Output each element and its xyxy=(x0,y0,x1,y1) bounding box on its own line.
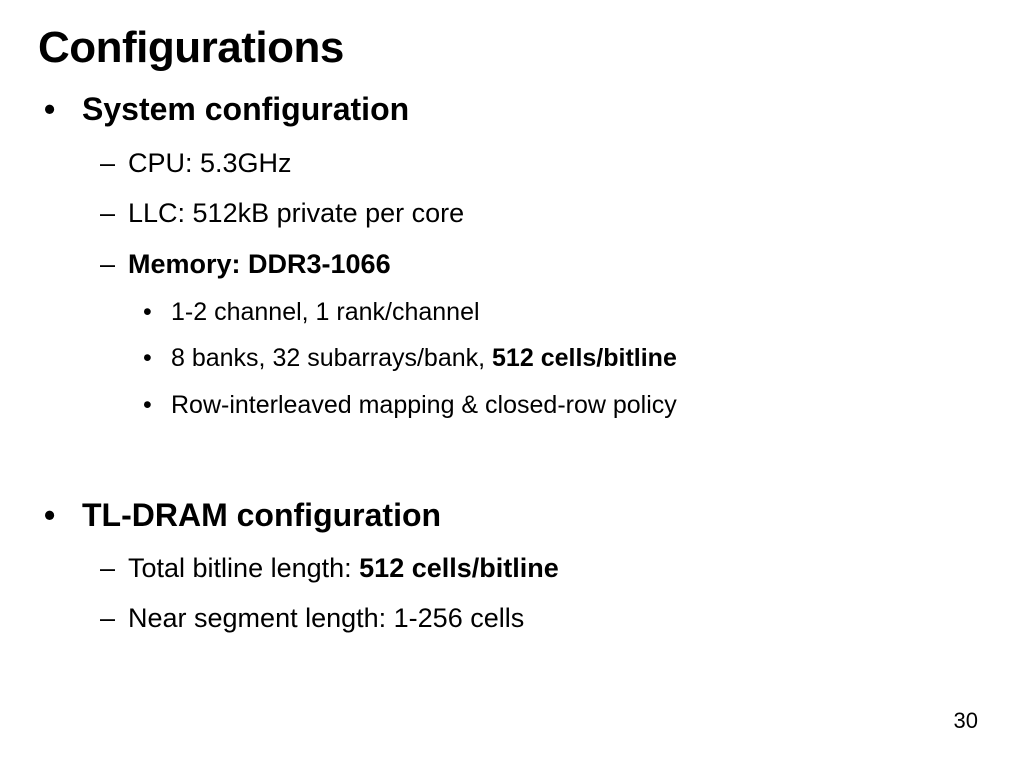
bullet-icon: • xyxy=(143,298,152,326)
channel-text: 1-2 channel, 1 rank/channel xyxy=(171,298,480,326)
memory-text: Memory: DDR3-1066 xyxy=(128,249,391,279)
cpu-text: CPU: 5.3GHz xyxy=(128,148,292,178)
dash-icon: – xyxy=(100,148,116,178)
llc-text: LLC: 512kB private per core xyxy=(128,198,465,228)
banks-bold-text: 512 cells/bitline xyxy=(492,344,677,372)
system-config-item: • System configuration xyxy=(44,90,409,128)
page-number: 30 xyxy=(953,708,978,733)
bitline-length-text: Total bitline length: xyxy=(128,553,360,583)
channel-item: • 1-2 channel, 1 rank/channel xyxy=(143,297,480,327)
banks-text: 8 banks, 32 subarrays/bank, xyxy=(171,344,493,372)
llc-item: –LLC: 512kB private per core xyxy=(100,197,464,229)
mapping-item: • Row-interleaved mapping & closed-row po… xyxy=(143,390,677,420)
dash-icon: – xyxy=(100,603,116,633)
bitline-length-item: –Total bitline length: 512 cells/bitline xyxy=(100,552,559,584)
tldram-config-heading: TL-DRAM configuration xyxy=(82,497,442,533)
bullet-icon: • xyxy=(143,391,152,419)
cpu-item: –CPU: 5.3GHz xyxy=(100,147,292,179)
banks-item: • 8 banks, 32 subarrays/bank, 512 cells/b… xyxy=(143,343,677,373)
bitline-length-bold-text: 512 cells/bitline xyxy=(359,553,559,583)
tldram-config-item: • TL-DRAM configuration xyxy=(44,496,441,534)
dash-icon: – xyxy=(100,249,116,279)
slide-title: Configurations xyxy=(38,23,344,72)
bullet-icon: • xyxy=(143,344,152,372)
bullet-icon: • xyxy=(44,497,56,533)
system-config-heading: System configuration xyxy=(82,91,410,127)
near-segment-item: –Near segment length: 1-256 cells xyxy=(100,602,524,634)
near-segment-text: Near segment length: 1-256 cells xyxy=(128,603,525,633)
mapping-text: Row-interleaved mapping & closed-row pol… xyxy=(171,391,677,419)
bullet-icon: • xyxy=(44,91,56,127)
dash-icon: – xyxy=(100,553,116,583)
dash-icon: – xyxy=(100,198,116,228)
memory-item: –Memory: DDR3-1066 xyxy=(100,248,391,280)
